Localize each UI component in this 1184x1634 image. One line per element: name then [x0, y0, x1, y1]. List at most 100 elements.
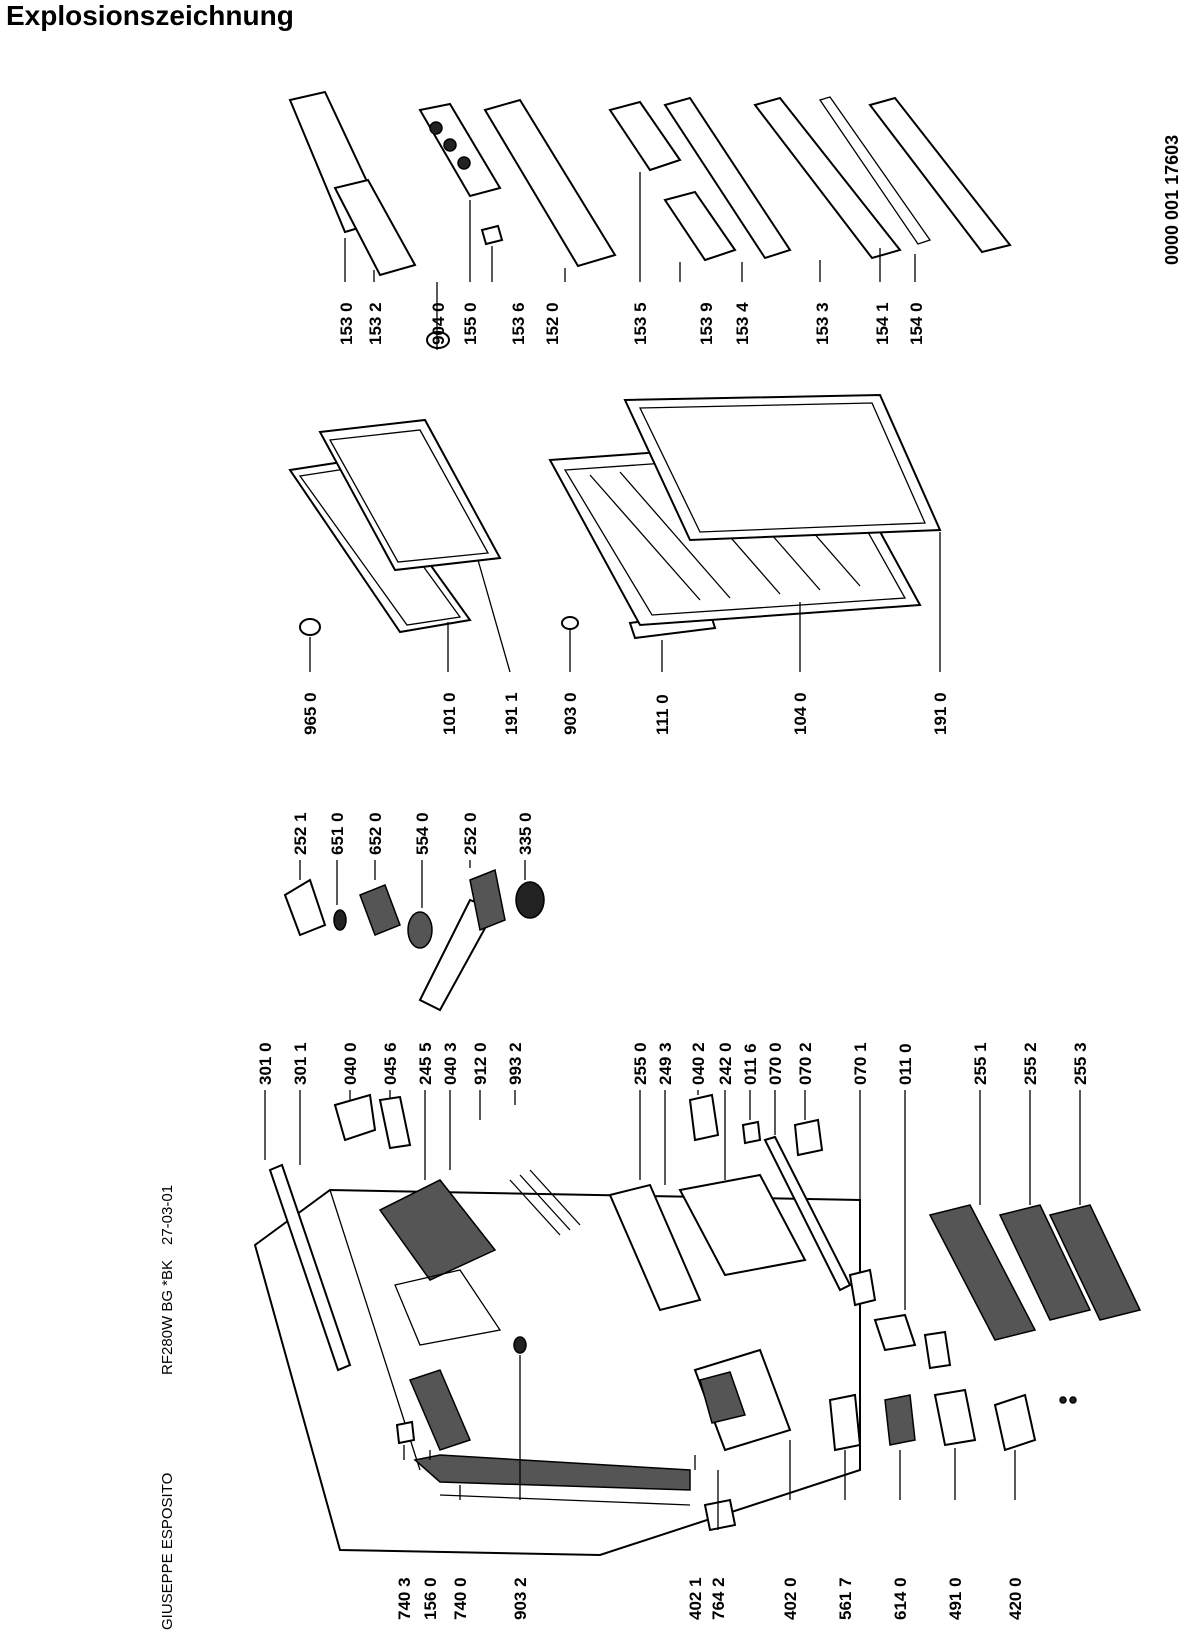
egg-hole [443, 138, 457, 152]
part-label: 402 0 [781, 1577, 800, 1620]
part-label: 153 0 [337, 302, 356, 345]
egg-hole [429, 121, 443, 135]
shelf-rail-a [509, 1179, 561, 1236]
thermostat-body [359, 884, 401, 936]
foot-small [741, 1120, 762, 1145]
part-label: 965 0 [301, 692, 320, 735]
label-group-top-right [344, 172, 916, 350]
hinge-mid [688, 1093, 720, 1142]
egg-hole [457, 156, 471, 170]
doors-group [288, 393, 942, 673]
glass-shelf-inner [608, 1183, 702, 1312]
overload-protector [884, 1394, 916, 1446]
document-number: 0000 001 17603 [1162, 135, 1182, 265]
lamp-part [407, 911, 433, 949]
part-label: 070 2 [796, 1042, 815, 1085]
shelf-bar [818, 96, 932, 245]
freezer-door [288, 458, 472, 634]
bottle-shelf-top [483, 98, 617, 268]
door-shelf-d [868, 96, 1012, 254]
part-labels: 153 0 153 2 904 0 155 0 153 6 152 0 153 … [256, 302, 1090, 1620]
label-group-doors [309, 532, 941, 673]
part-label: 993 2 [506, 1042, 525, 1085]
crisper-drawer [678, 1173, 807, 1277]
top-strip [268, 1163, 352, 1372]
ice-tray [408, 1369, 472, 1451]
door-shelf-b [663, 96, 792, 260]
part-label: 040 3 [441, 1042, 460, 1085]
part-label: 154 0 [907, 302, 926, 345]
part-label: 153 9 [697, 302, 716, 345]
screw-a [378, 1095, 412, 1150]
glass-shelf-3 [1048, 1204, 1142, 1321]
fridge-door-gasket [623, 393, 942, 542]
thermostat-knob [333, 909, 347, 931]
condenser-grille [413, 1454, 691, 1491]
freezer-shelf [378, 1179, 497, 1281]
author-text: GIUSEPPE ESPOSITO [159, 1473, 176, 1630]
part-label: 011 0 [896, 1043, 915, 1085]
part-label: 245 5 [416, 1042, 435, 1085]
small-clip-a [395, 1420, 416, 1445]
part-label: 335 0 [516, 812, 535, 855]
starter-relay [828, 1393, 862, 1452]
part-label: 045 6 [381, 1042, 400, 1085]
part-label: 101 0 [440, 692, 459, 735]
part-label: 740 3 [395, 1577, 414, 1620]
lamp-bulb [515, 881, 545, 919]
date-text: 27-03-01 [159, 1185, 176, 1245]
part-label: 252 1 [291, 812, 310, 855]
part-label: 255 0 [631, 1042, 650, 1085]
foot-bracket [848, 1268, 877, 1307]
part-label: 153 6 [509, 302, 528, 345]
leveling-foot [873, 1313, 917, 1352]
knob-part [426, 331, 450, 349]
part-label: 255 2 [1021, 1042, 1040, 1085]
part-label: 904 0 [429, 302, 448, 345]
part-label: 191 0 [931, 692, 950, 735]
part-label: 040 2 [689, 1042, 708, 1085]
part-label: 491 0 [946, 1577, 965, 1620]
screw-dot-b [1069, 1396, 1077, 1404]
part-label: 614 0 [891, 1577, 910, 1620]
small-box-a [608, 100, 682, 172]
butter-box [333, 178, 417, 277]
part-label: 255 3 [1071, 1042, 1090, 1085]
part-label: 153 2 [366, 302, 385, 345]
shelf-rail-b [519, 1174, 571, 1231]
bottom-rail [763, 1135, 852, 1292]
cabinet-side [254, 1244, 341, 1551]
model-text: RF280W BG *BK [159, 1260, 176, 1375]
part-label: 153 3 [813, 302, 832, 345]
part-label: 740 0 [451, 1577, 470, 1620]
adjustable-foot [923, 1330, 952, 1370]
evaporator [394, 1269, 502, 1346]
screw-cap [299, 618, 321, 636]
drain-plug [513, 1336, 527, 1354]
label-group-thermostat [299, 860, 526, 908]
hinge-upper [333, 1093, 377, 1142]
shelf-rail-c [529, 1169, 581, 1226]
condenser-frame [439, 1494, 691, 1506]
page-title: Explosionszeichnung [6, 0, 294, 31]
small-clip [480, 224, 504, 246]
freezer-door-inner [298, 467, 462, 626]
part-label: 104 0 [791, 692, 810, 735]
thermostat-group [283, 860, 545, 1012]
part-label: 903 2 [511, 1577, 530, 1620]
part-label: 561 7 [836, 1577, 855, 1620]
part-label: 070 0 [766, 1042, 785, 1085]
relay-cover [933, 1388, 977, 1447]
lamp-holder [469, 868, 506, 932]
door-shelf-c [753, 96, 902, 260]
glass-shelf-2 [998, 1204, 1092, 1321]
screw-cap-b [561, 616, 579, 630]
part-label: 301 1 [291, 1042, 310, 1085]
egg-tray [418, 102, 502, 198]
part-label: 252 0 [461, 812, 480, 855]
part-label: 903 0 [561, 692, 580, 735]
part-label: 651 0 [328, 812, 347, 855]
small-box-b [663, 190, 737, 262]
part-label: 249 3 [656, 1042, 675, 1085]
